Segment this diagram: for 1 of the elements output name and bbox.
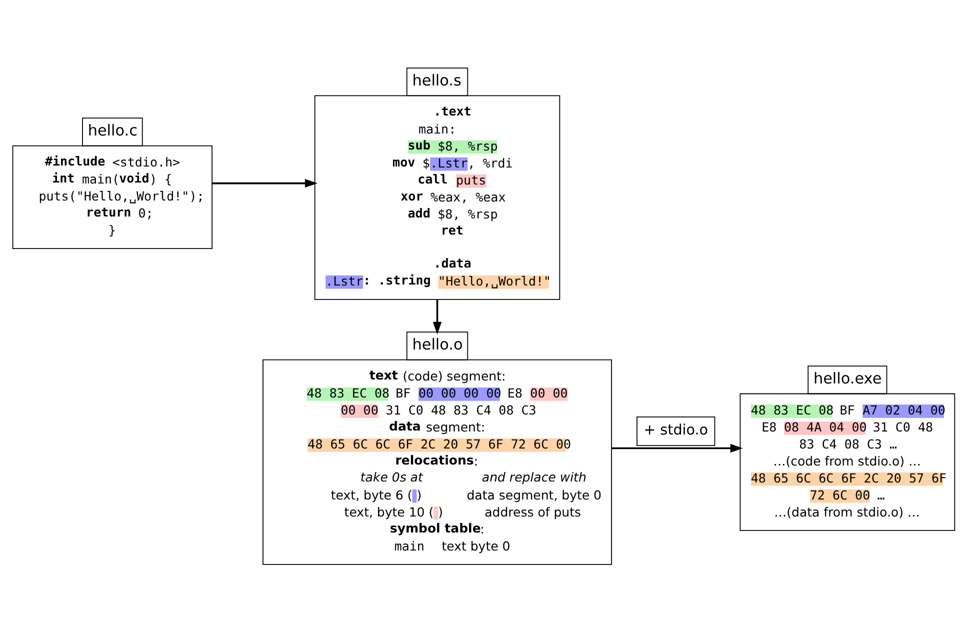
edge-label: + stdio.o bbox=[644, 422, 708, 438]
